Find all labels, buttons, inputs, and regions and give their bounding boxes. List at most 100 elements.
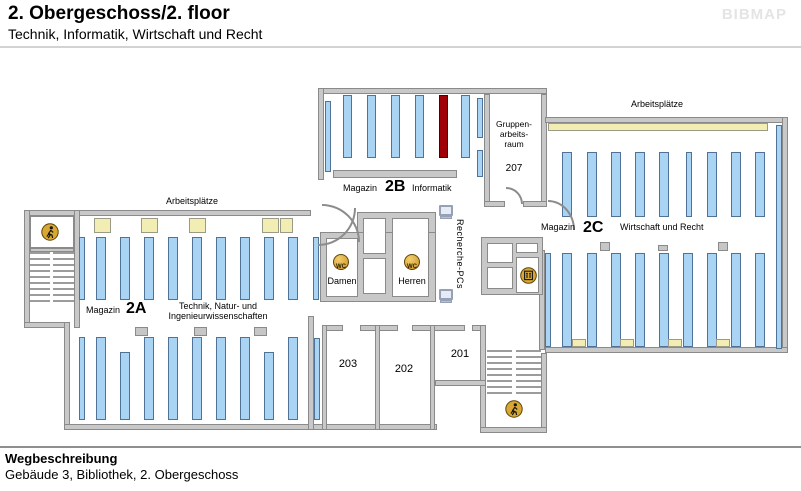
bookshelf <box>635 253 645 347</box>
bookshelf <box>168 337 178 420</box>
bookshelf <box>216 337 226 420</box>
area-2c-subject-label: Wirtschaft und Recht <box>620 222 704 232</box>
wall <box>30 248 74 252</box>
bookshelf <box>264 352 274 420</box>
wall <box>308 316 314 430</box>
bookshelf <box>240 337 250 420</box>
bookshelf <box>168 237 178 300</box>
bookshelf <box>79 337 85 420</box>
bookshelf <box>313 237 319 300</box>
room-floor <box>487 267 513 289</box>
highlighted-bookshelf <box>439 95 448 158</box>
bookshelf <box>144 337 154 420</box>
room-floor <box>516 243 538 253</box>
wc-men-label: Herren <box>398 276 426 286</box>
cabinet <box>718 242 728 251</box>
bookshelf <box>683 253 693 347</box>
wc-women-label: Damen <box>327 276 357 286</box>
research-pc-icon <box>437 205 454 222</box>
bookshelf <box>755 253 765 347</box>
bookshelf <box>731 152 741 217</box>
bookshelf <box>96 237 106 300</box>
bookshelf <box>192 337 202 420</box>
area-2a-subject-line1: Technik, Natur- und <box>178 301 258 311</box>
bookshelf <box>545 253 551 347</box>
bookshelf <box>120 237 130 300</box>
stair-treads <box>487 350 512 396</box>
wall <box>545 347 788 353</box>
wc-icon: WC <box>333 254 349 270</box>
research-pc-icon <box>437 289 454 306</box>
bookshelf <box>587 152 597 217</box>
reading-desk <box>94 218 111 233</box>
door-arc <box>506 187 523 204</box>
wall <box>318 88 324 180</box>
bookshelf <box>659 253 669 347</box>
room-floor <box>363 258 386 294</box>
stairs-icon <box>41 223 59 241</box>
bookshelf <box>288 337 298 420</box>
room-202-label: 202 <box>394 363 414 375</box>
bookshelf <box>415 95 424 158</box>
area-2a-workspaces-label: Arbeitsplätze <box>165 196 219 206</box>
bookshelf <box>240 237 250 300</box>
cabinet <box>600 242 610 251</box>
room-floor <box>392 218 429 297</box>
reading-desk <box>620 339 634 347</box>
area-2b-subject-label: Informatik <box>412 183 452 193</box>
bookshelf <box>391 95 400 158</box>
wall <box>523 201 547 207</box>
footer-divider <box>0 446 801 448</box>
cabinet <box>658 245 668 251</box>
wall <box>333 170 457 178</box>
bookshelf <box>707 152 717 217</box>
reading-desk <box>280 218 293 233</box>
stair-treads <box>516 350 541 396</box>
room-203-label: 203 <box>338 358 358 370</box>
bookshelf <box>477 98 483 138</box>
cabinet <box>194 327 207 336</box>
reading-desk <box>262 218 279 233</box>
bookshelf <box>731 253 741 347</box>
bookshelf <box>686 152 692 217</box>
bookshelf <box>611 152 621 217</box>
wall <box>64 322 70 430</box>
page-subtitle: Technik, Informatik, Wirtschaft und Rech… <box>8 26 263 42</box>
header-divider <box>0 46 801 48</box>
bookshelf <box>477 150 483 177</box>
wall <box>375 325 380 430</box>
bookshelf <box>192 237 202 300</box>
stair-treads <box>53 252 74 304</box>
bookshelf <box>314 338 320 420</box>
group-room-label-line2: arbeits- <box>499 129 529 139</box>
wall <box>480 325 486 433</box>
reading-desk <box>548 123 768 131</box>
room-floor <box>363 218 386 254</box>
bookshelf <box>325 101 331 172</box>
floor-plan-map <box>0 50 801 445</box>
bookshelf <box>120 352 130 420</box>
wall <box>480 427 547 433</box>
bookshelf <box>635 152 645 217</box>
area-2b-magazin-label: Magazin <box>343 183 378 193</box>
area-2a-code: 2A <box>126 300 147 317</box>
bookshelf <box>96 337 106 420</box>
bookshelf <box>587 253 597 347</box>
reading-desk <box>141 218 158 233</box>
page-title: 2. Obergeschoss/2. floor <box>8 3 230 24</box>
wc-icon: WC <box>404 254 420 270</box>
wall <box>322 325 327 430</box>
wall <box>430 325 435 430</box>
wall <box>412 325 465 331</box>
bookshelf <box>264 237 274 300</box>
wall <box>484 201 505 207</box>
bookshelf <box>461 95 470 158</box>
bookshelf <box>755 152 765 217</box>
wall <box>435 380 486 386</box>
reading-desk <box>716 339 730 347</box>
bookshelf <box>79 237 85 300</box>
bookshelf <box>659 152 669 217</box>
area-2a-magazin-label: Magazin <box>86 305 121 315</box>
bookshelf <box>611 253 621 347</box>
